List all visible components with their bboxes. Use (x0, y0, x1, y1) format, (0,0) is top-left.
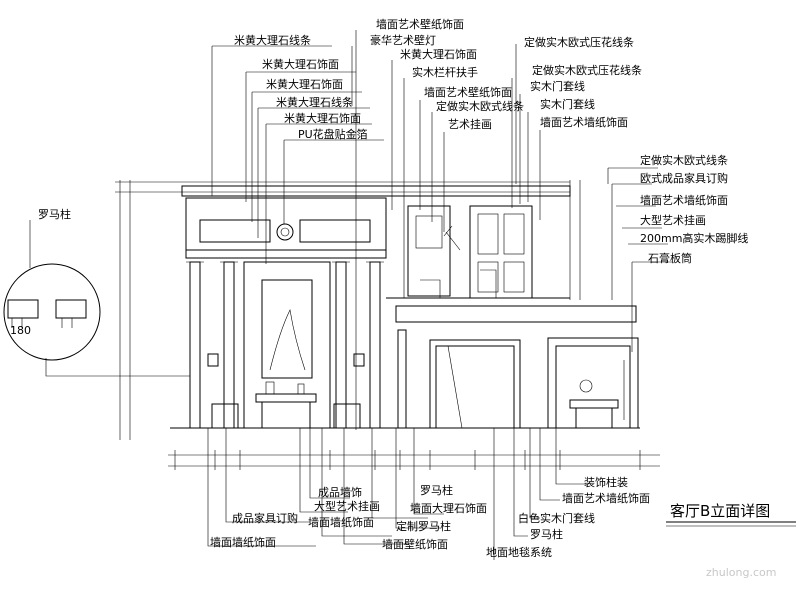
annotation-label: 墙面艺术墙纸饰面 (562, 491, 650, 505)
annotation-label: 实木门套线 (530, 79, 585, 93)
column-base-left (7, 299, 39, 319)
annotation-label: PU花盘贴金箔 (298, 127, 368, 141)
annotation-label: 墙面艺术壁纸饰面 (424, 85, 512, 99)
dimension-lines (115, 180, 660, 470)
annotation-label: 米黄大理石饰面 (266, 77, 343, 91)
annotation-label: 墙面墙纸饰面 (210, 535, 276, 549)
annotation-label: 实木门套线 (540, 97, 595, 111)
annotation-label: 米黄大理石饰面 (284, 111, 361, 125)
upper-right-elevation (386, 205, 570, 299)
column-base-right (55, 299, 87, 319)
annotation-label: 米黄大理石饰面 (262, 57, 339, 71)
upper-door (469, 205, 533, 299)
annotation-label: 米黄大理石饰面 (400, 47, 477, 61)
detail-ticks (11, 318, 73, 328)
doorway-opening (435, 345, 515, 429)
annotation-label: 墙面艺术墙纸饰面 (540, 115, 628, 129)
wall-lamp-left (207, 353, 219, 367)
console-top (255, 393, 317, 403)
annotation-label: 定做实木欧式压花线条 (524, 35, 634, 49)
detail-pointer (45, 358, 190, 377)
annotation-label: 实木栏杆扶手 (412, 65, 478, 79)
annotation-label: 大型艺术挂画 (314, 499, 380, 513)
annotation-label: 欧式成品家具订购 (640, 171, 728, 185)
watermark: zhulong.com (706, 566, 776, 579)
detail-label: 罗马柱 (38, 207, 71, 221)
drawing-title: 客厅B立面详图 (670, 502, 770, 520)
annotation-label: 罗马柱 (530, 527, 563, 541)
console-table (569, 399, 619, 409)
annotation-label: 成品墙饰 (318, 485, 362, 499)
annotation-label: 墙面壁纸饰面 (382, 537, 448, 551)
center-wall-panel (243, 261, 331, 429)
annotation-label: 定做实木欧式线条 (436, 99, 524, 113)
annotation-label: 艺术挂画 (448, 117, 492, 131)
roman-column-detail: 180 罗马柱 (3, 207, 190, 377)
plant (579, 379, 593, 393)
annotation-label: 大型艺术挂画 (640, 213, 706, 227)
labels-right: 定做实木欧式线条 欧式成品家具订购 墙面艺术墙纸饰面 大型艺术挂画 200mm高… (640, 153, 748, 265)
left-elevation (181, 185, 571, 429)
niche-panel (555, 345, 631, 429)
annotation-label: 定做实木欧式压花线条 (532, 63, 642, 77)
annotation-label: 米黄大理石线条 (234, 33, 311, 47)
wall-lamp-right (353, 353, 365, 367)
frieze-panel-right (299, 219, 371, 243)
annotation-label: 墙面艺术墙纸饰面 (640, 193, 728, 207)
annotation-label: 白色实木门套线 (518, 511, 595, 525)
art-painting (261, 279, 313, 379)
column-4 (369, 261, 381, 429)
detail-circle (3, 263, 101, 361)
leader-lines (211, 30, 672, 430)
upper-painting-frame (407, 205, 451, 297)
annotation-label: 定做实木欧式线条 (640, 153, 728, 167)
annotation-label: 石膏板筒 (648, 251, 692, 265)
niche-frame (547, 337, 639, 429)
annotation-label: 米黄大理石线条 (276, 95, 353, 109)
column-3 (335, 261, 347, 429)
drawing-title-block: 客厅B立面详图 (666, 502, 796, 527)
annotation-label: 墙面艺术壁纸饰面 (376, 17, 464, 31)
annotation-label: 罗马柱 (420, 483, 453, 497)
annotation-label: 地面地毯系统 (486, 545, 552, 559)
lower-right-elevation (170, 305, 640, 429)
annotation-label: 墙面大理石饰面 (410, 501, 487, 515)
labels-top-center: 墙面艺术壁纸饰面 豪华艺术壁灯 米黄大理石饰面 实木栏杆扶手 墙面艺术壁纸饰面 … (370, 17, 524, 131)
annotation-label: 定制罗马柱 (396, 519, 451, 533)
beam-molding (185, 249, 387, 259)
annotation-label: 装饰柱装 (584, 475, 628, 489)
frieze-panel-left (199, 219, 271, 243)
labels-top-right: 定做实木欧式压花线条 定做实木欧式压花线条 实木门套线 实木门套线 墙面艺术墙纸… (524, 35, 642, 129)
doorway-frame (429, 339, 521, 429)
labels-top-left: 米黄大理石线条 米黄大理石饰面 米黄大理石饰面 米黄大理石线条 米黄大理石饰面 … (234, 33, 368, 141)
pu-rosette (276, 223, 294, 241)
annotation-label: 200mm高实木踢脚线 (640, 231, 748, 245)
annotation-label: 成品家具订购 (232, 511, 298, 525)
leader-lines-bottom (207, 428, 586, 560)
column-2 (223, 261, 235, 429)
annotation-label: 墙面墙纸饰面 (308, 515, 374, 529)
labels-bottom: 成品墙饰 大型艺术挂画 墙面墙纸饰面 成品家具订购 墙面墙纸饰面 罗马柱 墙面大… (210, 475, 650, 559)
detail-dimension: 180 (10, 324, 31, 337)
top-cornice (181, 185, 571, 197)
pilaster (397, 329, 407, 429)
lower-cornice (395, 305, 637, 323)
column-1 (189, 261, 201, 429)
annotation-label: 豪华艺术壁灯 (370, 33, 436, 47)
